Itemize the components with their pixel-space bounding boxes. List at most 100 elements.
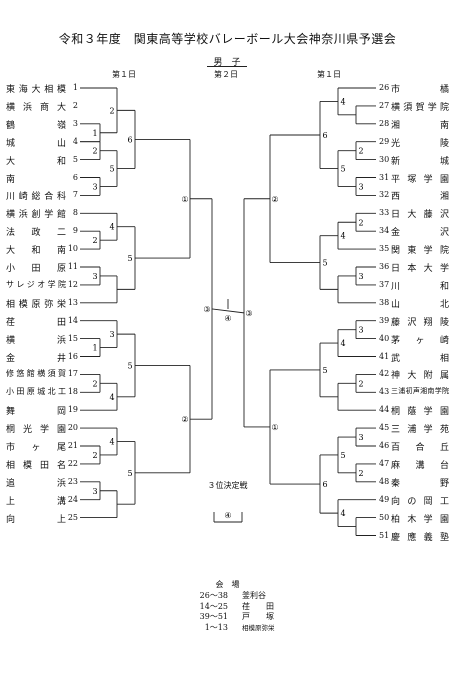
left-team-name: 横浜創学館	[6, 210, 66, 221]
third-place-label: ３位決定戦	[207, 481, 248, 490]
match-number: 4	[109, 223, 114, 232]
match-number: ③	[245, 309, 252, 318]
venue-row: 39〜51 戸 塚	[190, 611, 274, 622]
match-number: 3	[358, 182, 363, 191]
venue-range: 39〜51	[199, 612, 228, 621]
division-label: 男 子	[213, 58, 241, 68]
final-line	[211, 308, 245, 314]
right-team-name: 藤沢翔陵	[391, 317, 449, 328]
venue-place: 戸 塚	[242, 612, 274, 621]
right-team-name: 西湘	[391, 192, 449, 203]
match-number: 3	[358, 433, 363, 442]
left-team-seed: 2	[72, 100, 78, 110]
right-team-seed: 35	[379, 244, 390, 254]
left-team-name: 城山	[6, 138, 66, 149]
match-number: 5	[127, 254, 132, 263]
right-team-seed: 49	[379, 494, 390, 504]
venue-place: 荏 田	[242, 601, 274, 611]
right-team-name: 三浦学苑	[391, 425, 449, 436]
left-team-name: 南	[6, 174, 16, 185]
left-team-seed: 11	[67, 262, 78, 271]
right-team-seed: 33	[379, 208, 390, 218]
match-number: 2	[92, 147, 97, 156]
match-number: 4	[340, 339, 345, 348]
venue-place: 相模原弥栄	[242, 623, 275, 632]
right-team-name: 麻溝台	[391, 460, 449, 471]
match-number: 2	[92, 379, 97, 388]
left-team-name: 舞岡	[6, 407, 66, 418]
match-number: 5	[340, 451, 345, 460]
right-team-seed: 47	[379, 458, 390, 468]
match-number: ③	[203, 305, 210, 314]
left-team-seed: 10	[67, 244, 78, 254]
right-team-seed: 39	[379, 315, 390, 325]
match-number: 4	[340, 232, 345, 241]
left-team-seed: 21	[67, 441, 78, 450]
right-team-name: 日大藤沢	[391, 210, 449, 221]
left-team-seed: 8	[72, 208, 78, 218]
left-team-name: 修悠館横須賀	[6, 369, 66, 379]
left-team-name: 大和	[6, 156, 66, 167]
right-team-name: 市橘	[391, 85, 449, 95]
match-number: ②	[271, 195, 278, 204]
right-team-name: 金沢	[391, 228, 449, 239]
venue-place: 釜利谷	[242, 591, 266, 600]
right-team-name: 新城	[391, 156, 449, 167]
right-team-seed: 41	[379, 351, 390, 361]
page-title: 令和３年度 関東高等学校バレーボール大会神奈川県予選会	[58, 32, 397, 46]
right-team-seed: 37	[379, 279, 390, 289]
right-team-name: 慶應義塾	[391, 532, 449, 543]
left-team-name: 東海大相模	[6, 85, 66, 95]
left-team-seed: 7	[72, 190, 78, 200]
left-team-name: 向上	[6, 514, 66, 525]
right-team-seed: 42	[379, 369, 390, 379]
right-team-seed: 36	[379, 262, 390, 271]
match-number: 5	[109, 165, 114, 174]
left-team-seed: 14	[67, 315, 78, 325]
left-team-seed: 25	[67, 512, 78, 522]
right-team-seed: 45	[379, 423, 390, 433]
right-team-name: 平塚学園	[391, 174, 449, 185]
match-number: 5	[322, 259, 327, 268]
left-team-seed: 12	[67, 279, 78, 289]
right-team-name: 川和	[391, 281, 449, 292]
match-number: 2	[92, 236, 97, 245]
match-number: 5	[127, 469, 132, 478]
right-team-seed: 27	[379, 100, 390, 110]
match-number: 2	[358, 379, 363, 388]
match-number: ②	[181, 415, 188, 424]
match-number: 4	[109, 393, 114, 402]
third-place-match-number: ④	[224, 511, 231, 520]
left-team-name: 小田原城北工	[6, 387, 66, 397]
right-team-name: 三浦初声湘南学院	[391, 387, 449, 396]
match-number: 2	[358, 147, 363, 156]
left-team-name: 法政二	[6, 228, 66, 239]
left-team-seed: 23	[67, 476, 78, 486]
left-team-seed: 5	[72, 154, 78, 164]
final-match-number: ④	[224, 314, 231, 323]
match-number: 6	[322, 131, 327, 140]
right-day-label: 第１日	[317, 70, 341, 79]
right-team-seed: 26	[379, 83, 390, 92]
right-team-seed: 31	[379, 172, 390, 182]
match-number: 5	[322, 366, 327, 375]
left-day-label: 第１日	[112, 70, 136, 79]
match-number: 4	[340, 97, 345, 106]
right-team-name: 湘南	[391, 120, 449, 131]
right-team-seed: 50	[379, 512, 390, 522]
left-team-seed: 1	[72, 83, 78, 92]
right-team-seed: 43	[379, 387, 390, 397]
right-team-seed: 32	[379, 190, 390, 200]
right-team-name: 神大附属	[391, 371, 449, 382]
right-team-seed: 30	[379, 154, 390, 164]
match-number: 3	[92, 487, 97, 496]
right-team-name: 関東学院	[391, 246, 449, 257]
left-team-name: 桐光学園	[6, 425, 66, 436]
division-underline	[207, 66, 247, 67]
right-team-seed: 48	[379, 476, 390, 486]
